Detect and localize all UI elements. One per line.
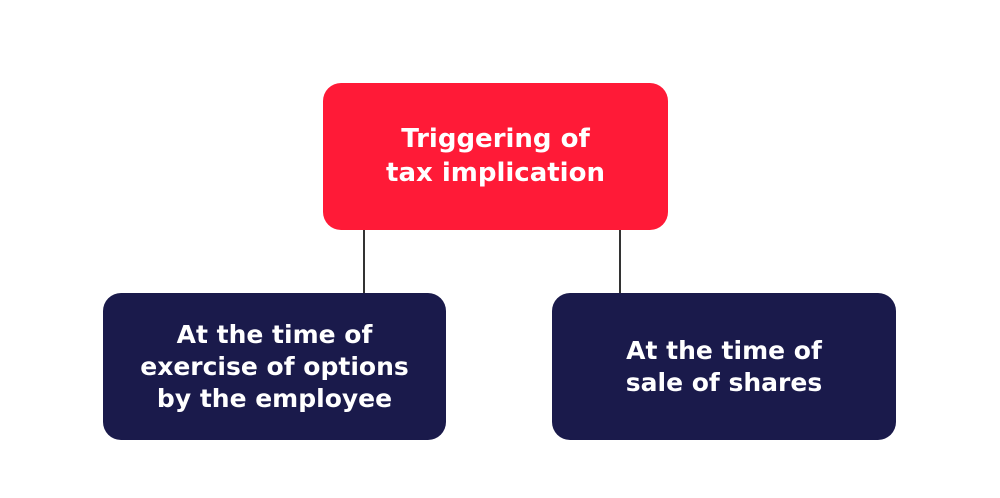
child-node-exercise-of-options: At the time of exercise of options by th…	[103, 293, 446, 440]
child-node-sale-of-shares: At the time of sale of shares	[552, 293, 896, 440]
root-node-triggering-tax: Triggering of tax implication	[323, 83, 668, 230]
